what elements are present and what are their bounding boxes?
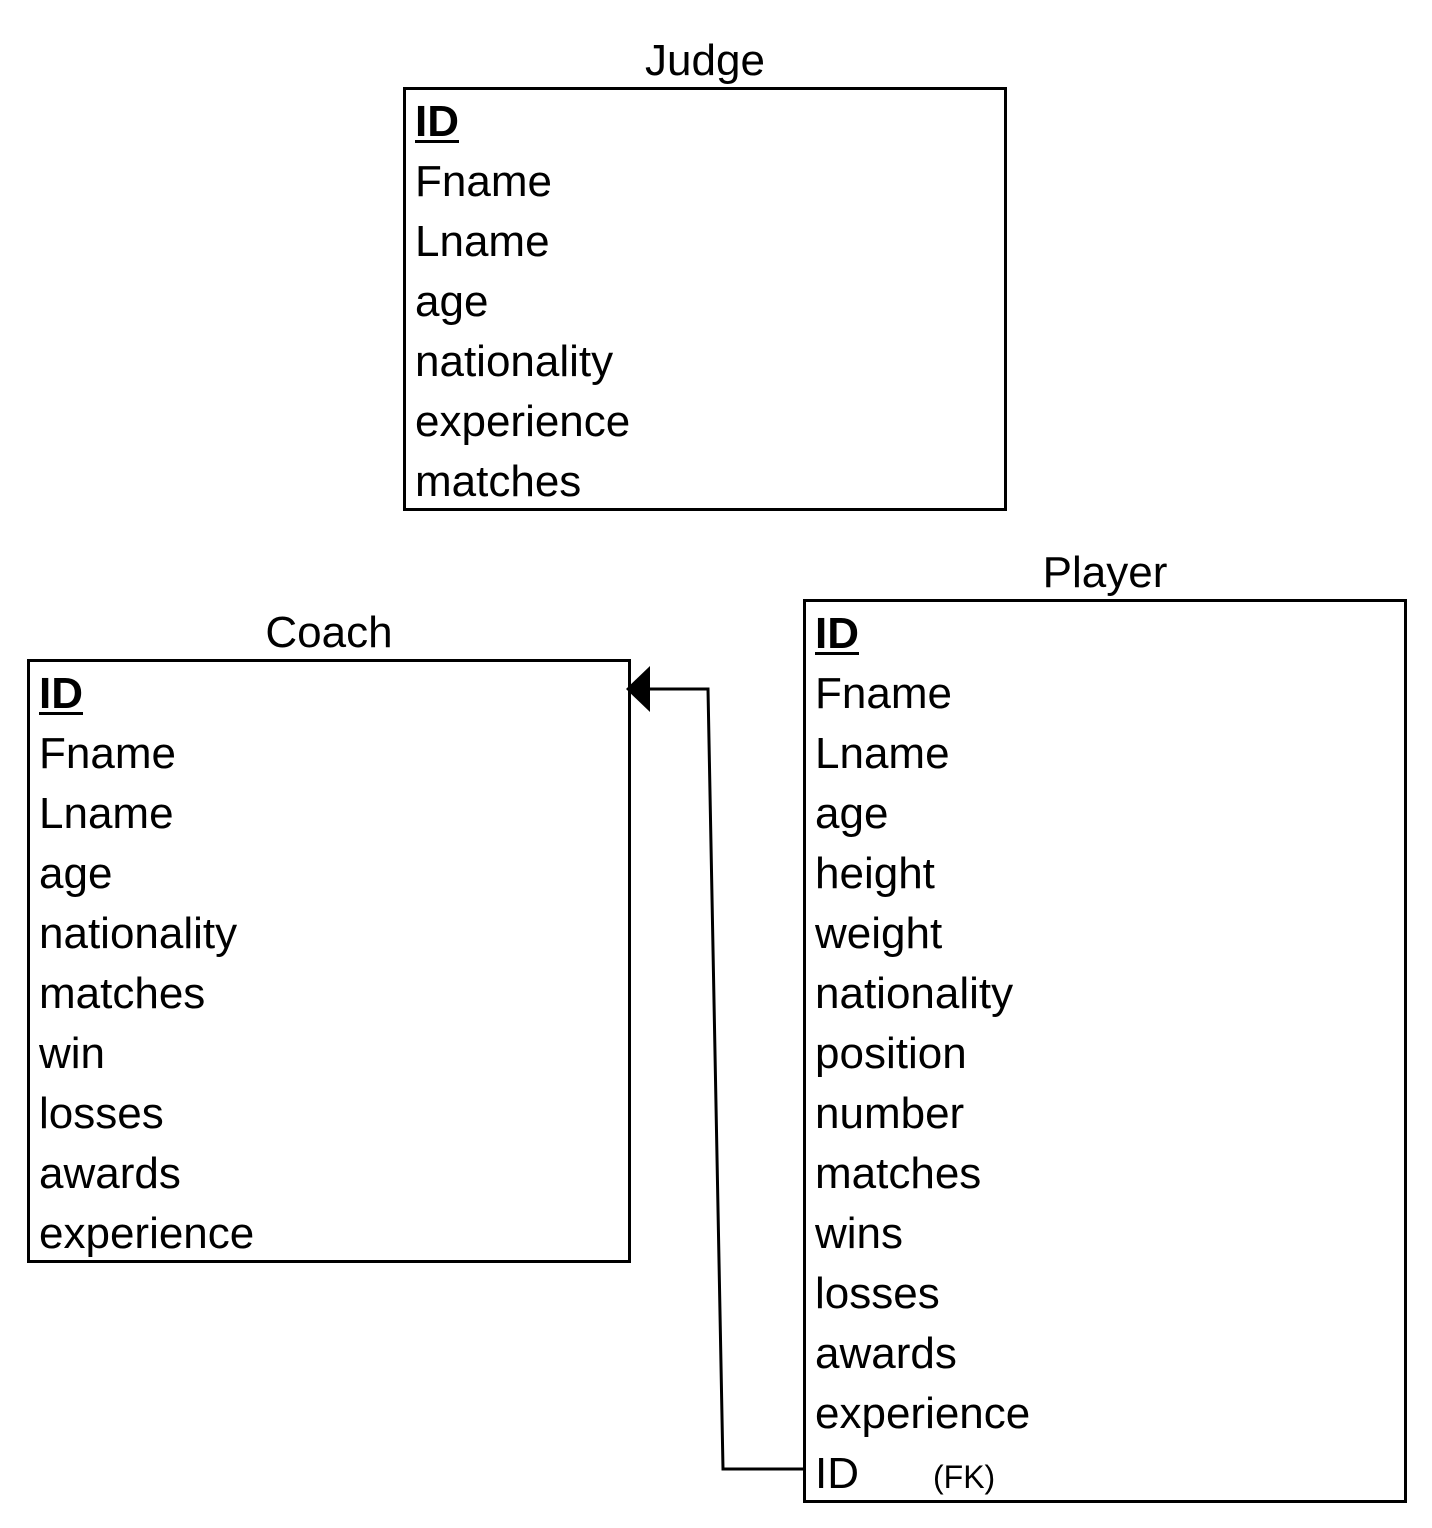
attribute: nationality — [415, 337, 614, 386]
attribute: age — [39, 849, 113, 898]
entity-title: Coach — [265, 608, 393, 657]
attribute: losses — [815, 1269, 940, 1318]
attribute: nationality — [815, 969, 1014, 1018]
attribute: matches — [815, 1149, 982, 1198]
foreign-key-tag: (FK) — [933, 1459, 996, 1495]
attribute: Lname — [415, 217, 550, 266]
attribute: experience — [815, 1389, 1031, 1438]
attribute: weight — [815, 909, 943, 958]
attribute: Lname — [815, 729, 950, 778]
primary-key-attribute: ID — [39, 669, 83, 718]
attribute: age — [415, 277, 489, 326]
attribute: win — [39, 1029, 106, 1078]
entity-coach: Coach ID Fname Lname age nationality mat… — [27, 608, 631, 1264]
entity-attribute-box: ID Fname Lname age height weight nationa… — [803, 599, 1407, 1503]
attribute: position — [815, 1029, 967, 1078]
attribute: losses — [39, 1089, 164, 1138]
primary-key-attribute: ID — [415, 97, 459, 146]
attribute: awards — [39, 1149, 181, 1198]
primary-key-attribute: ID — [815, 609, 859, 658]
entity-judge: Judge ID Fname Lname age nationality exp… — [403, 36, 1007, 512]
attribute: matches — [415, 457, 582, 506]
entity-attribute-box: ID Fname Lname age nationality experienc… — [403, 87, 1007, 511]
attribute: experience — [415, 397, 631, 446]
entity-title: Judge — [645, 36, 765, 85]
foreign-key-attribute: ID (FK) — [815, 1444, 1404, 1504]
attribute: Fname — [815, 669, 952, 718]
attribute: Lname — [39, 789, 174, 838]
attribute: nationality — [39, 909, 238, 958]
attribute: wins — [815, 1209, 904, 1258]
attribute: age — [815, 789, 889, 838]
attribute: awards — [815, 1329, 957, 1378]
foreign-key-name: ID — [815, 1449, 859, 1498]
attribute: experience — [39, 1209, 255, 1258]
attribute: matches — [39, 969, 206, 1018]
attribute: Fname — [415, 157, 552, 206]
entity-title: Player — [1042, 548, 1168, 597]
entity-attribute-box: ID Fname Lname age nationality matches w… — [27, 659, 631, 1263]
entity-player: Player ID Fname Lname age height weight … — [803, 548, 1407, 1504]
fk-connector-line — [648, 687, 805, 1471]
attribute: number — [815, 1089, 965, 1138]
attribute: Fname — [39, 729, 176, 778]
attribute: height — [815, 849, 935, 898]
